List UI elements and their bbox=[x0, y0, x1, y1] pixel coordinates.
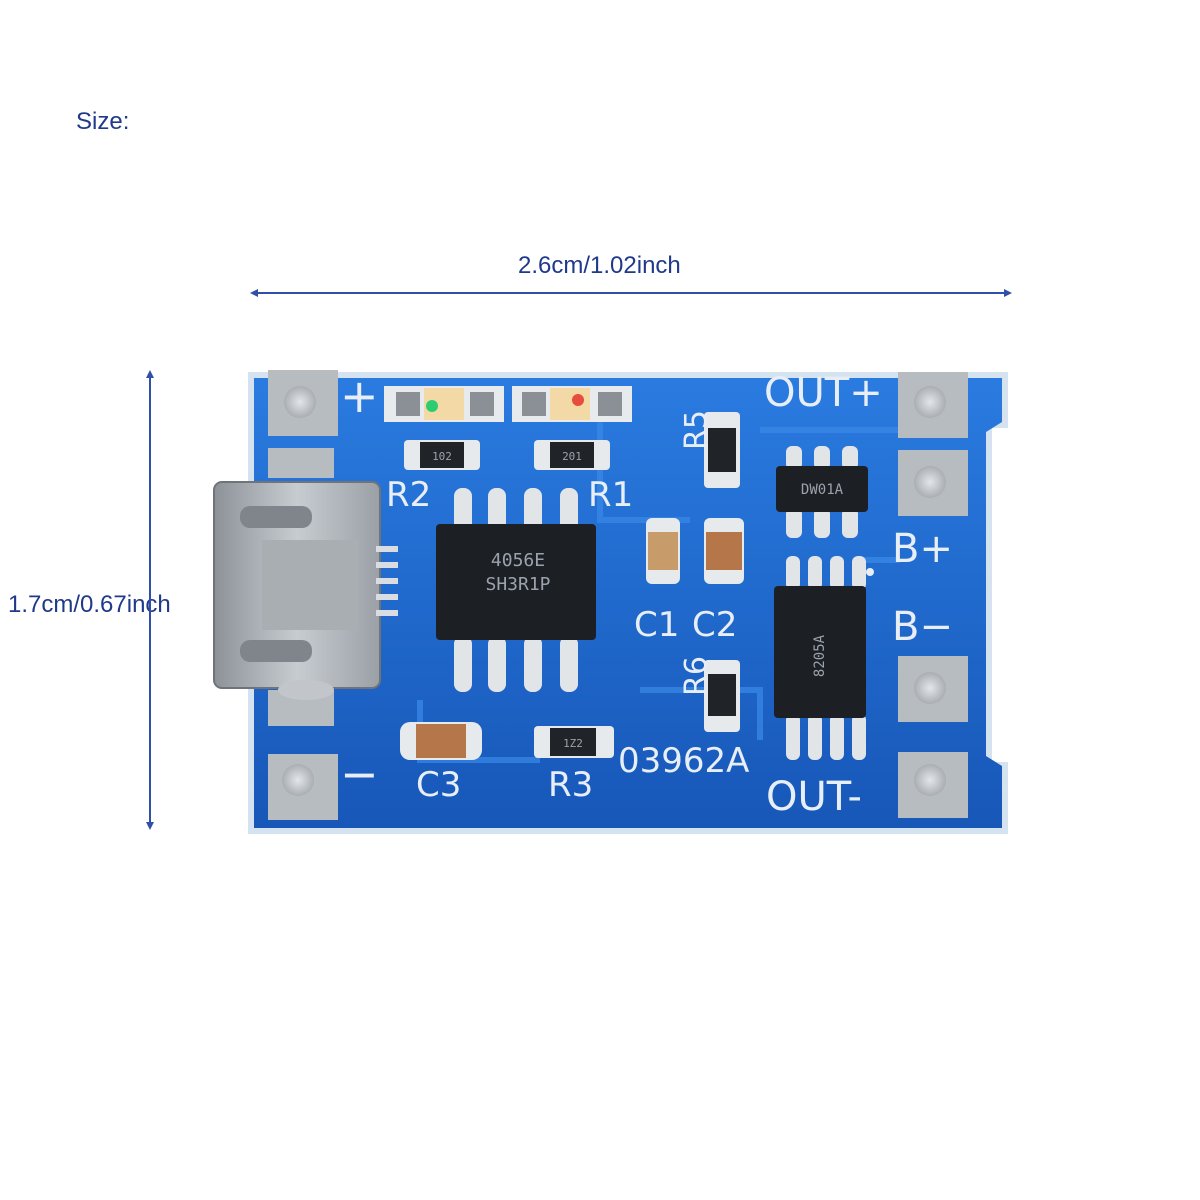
charger-ic-label-2: SH3R1P bbox=[485, 574, 550, 595]
resistor-r3: 1Z2 bbox=[534, 726, 614, 758]
protection-ic-label: DW01A bbox=[801, 482, 844, 498]
silk-minus: − bbox=[340, 747, 379, 801]
silk-r3: R3 bbox=[548, 765, 593, 805]
silk-r2: R2 bbox=[386, 475, 431, 515]
silk-c1: C1 bbox=[634, 605, 679, 645]
silk-out-minus: OUT- bbox=[766, 774, 862, 820]
capacitor-c3 bbox=[400, 722, 482, 760]
width-dimension-line bbox=[254, 292, 1008, 294]
pad-group bbox=[268, 370, 968, 820]
height-dimension-label: 1.7cm/0.67inch bbox=[8, 591, 171, 618]
r2-code: 102 bbox=[432, 450, 452, 463]
silk-c2: C2 bbox=[692, 605, 737, 645]
resistor-r6 bbox=[704, 660, 740, 732]
pad-out-plus bbox=[914, 386, 946, 418]
silk-out-plus: OUT+ bbox=[764, 370, 883, 416]
size-title: Size: bbox=[76, 108, 130, 135]
pad-b-plus bbox=[914, 466, 946, 498]
width-dimension-label: 2.6cm/1.02inch bbox=[518, 252, 681, 279]
silk-board-id: 03962A bbox=[618, 741, 749, 781]
r3-code: 1Z2 bbox=[563, 737, 583, 750]
resistor-r1: 201 bbox=[534, 440, 610, 470]
pad-b-minus bbox=[914, 672, 946, 704]
resistor-r2: 102 bbox=[404, 440, 480, 470]
pad-plus bbox=[284, 386, 316, 418]
arrow-left-icon bbox=[250, 289, 258, 297]
pad-out-minus bbox=[914, 764, 946, 796]
led-group bbox=[384, 386, 632, 422]
r1-code: 201 bbox=[562, 450, 582, 463]
silk-r1: R1 bbox=[588, 475, 633, 515]
resistor-r5 bbox=[704, 412, 740, 488]
silk-plus: + bbox=[340, 369, 379, 423]
arrow-up-icon bbox=[146, 370, 154, 378]
charger-ic: 4056E SH3R1P bbox=[436, 488, 596, 692]
silk-c3: C3 bbox=[416, 765, 461, 805]
capacitor-c1 bbox=[646, 518, 680, 584]
charger-ic-label-1: 4056E bbox=[491, 550, 545, 571]
micro-usb-connector bbox=[213, 481, 398, 700]
protection-ic: DW01A bbox=[776, 446, 868, 538]
capacitor-c2 bbox=[704, 518, 744, 584]
silk-r5: R5 bbox=[679, 410, 714, 450]
height-dimension-line bbox=[149, 374, 151, 826]
mosfet-ic-label: 8205A bbox=[812, 634, 828, 677]
mosfet-ic: 8205A bbox=[774, 556, 874, 760]
led-red-icon bbox=[572, 394, 584, 406]
led-green-icon bbox=[426, 400, 438, 412]
arrow-right-icon bbox=[1004, 289, 1012, 297]
arrow-down-icon bbox=[146, 822, 154, 830]
silk-b-minus: B− bbox=[892, 604, 953, 650]
silk-b-plus: B+ bbox=[892, 526, 953, 572]
pad-minus bbox=[282, 764, 314, 796]
silk-r6: R6 bbox=[679, 656, 714, 696]
